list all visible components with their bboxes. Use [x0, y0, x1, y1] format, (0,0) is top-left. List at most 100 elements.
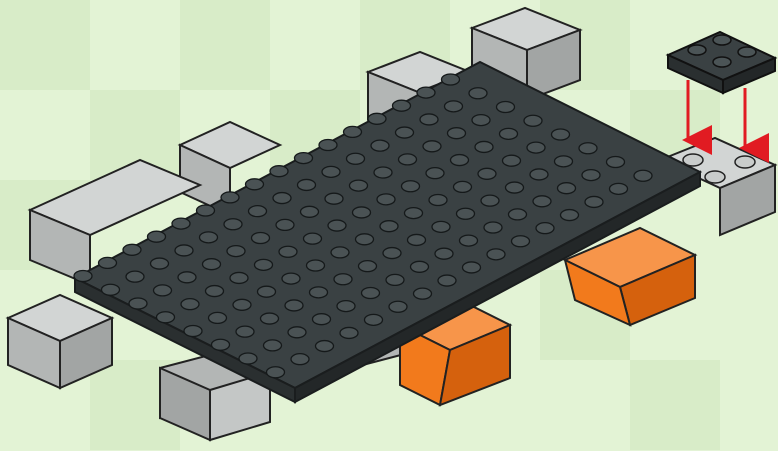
plate-stud — [408, 234, 426, 245]
plate-stud — [181, 299, 199, 310]
plate-stud — [530, 169, 548, 180]
plate-stud — [500, 128, 518, 139]
plate-stud — [249, 206, 267, 217]
plate-stud — [475, 141, 493, 152]
plate-stud — [212, 339, 230, 350]
plate-stud — [463, 262, 481, 273]
plate-stud — [438, 275, 456, 286]
plate-stud — [582, 170, 600, 181]
plate-stud — [634, 170, 652, 181]
plate-stud — [178, 272, 196, 283]
plate-stud — [209, 312, 227, 323]
plate-stud — [527, 142, 545, 153]
plate-stud — [313, 314, 331, 325]
plate-stud — [533, 196, 551, 207]
plate-stud — [445, 101, 463, 112]
plate-stud — [389, 301, 407, 312]
plate-stud — [206, 286, 224, 297]
plate-stud — [393, 100, 411, 111]
plate-stud — [322, 166, 340, 177]
plate-stud — [337, 301, 355, 312]
plate-stud — [273, 193, 291, 204]
plate-stud — [396, 127, 414, 138]
plate-stud — [276, 219, 294, 230]
plate-stud — [331, 247, 349, 258]
plate-stud — [399, 154, 417, 165]
plate-stud — [239, 353, 257, 364]
plate-stud — [221, 192, 239, 203]
plate-stud — [460, 235, 478, 246]
plate-stud — [307, 260, 325, 271]
plate-stud — [200, 232, 218, 243]
plate-stud — [359, 261, 377, 272]
plate-stud — [282, 273, 300, 284]
plate-stud — [316, 341, 334, 352]
plate-stud — [454, 181, 472, 192]
plate-stud — [386, 274, 404, 285]
plate-stud — [503, 155, 521, 166]
plate-stud — [285, 300, 303, 311]
plate-stud — [435, 248, 453, 259]
plate-stud — [552, 129, 570, 140]
plate-stud — [579, 143, 597, 154]
plate-stud — [246, 179, 264, 190]
plate-stud — [555, 156, 573, 167]
plate-stud — [442, 74, 460, 85]
plate-stud — [420, 114, 438, 125]
plate-stud — [426, 168, 444, 179]
plate-stud — [233, 299, 251, 310]
plate-stud — [497, 102, 515, 113]
plate-stud — [405, 208, 423, 219]
plate-stud — [448, 128, 466, 139]
plate-stud — [524, 115, 542, 126]
plate-stud — [371, 140, 389, 151]
plate-stud — [230, 272, 248, 283]
plate-stud — [481, 195, 499, 206]
plate-stud — [123, 244, 141, 255]
plate-stud — [353, 207, 371, 218]
plate-stud — [258, 286, 276, 297]
plate-stud — [236, 326, 254, 337]
plate-stud — [536, 223, 554, 234]
plate-stud — [457, 208, 475, 219]
plate-stud — [585, 196, 603, 207]
plate-stud — [607, 157, 625, 168]
plate-stud — [417, 87, 435, 98]
plate-stud — [270, 166, 288, 177]
plate-stud — [197, 205, 215, 216]
plate-stud — [512, 236, 530, 247]
plate-stud — [288, 327, 306, 338]
plate-stud — [175, 245, 193, 256]
plate-stud — [151, 258, 169, 269]
plate-stud — [255, 259, 273, 270]
plate-stud — [224, 219, 242, 230]
plate-stud — [610, 183, 628, 194]
plate-stud — [451, 155, 469, 166]
plate-stud — [487, 249, 505, 260]
plate-stud — [279, 246, 297, 257]
plate-stud — [365, 314, 383, 325]
plate-stud — [469, 88, 487, 99]
plate-stud — [411, 261, 429, 272]
plate-stud — [227, 246, 245, 257]
plate-stud — [374, 167, 392, 178]
plate-stud — [414, 288, 432, 299]
plate-stud — [264, 340, 282, 351]
plate-stud — [509, 209, 527, 220]
plate-stud — [184, 326, 202, 337]
plate-stud — [298, 179, 316, 190]
plate-stud — [472, 115, 490, 126]
plate-stud — [484, 222, 502, 233]
plate-stud — [561, 210, 579, 221]
plate-stud — [344, 126, 362, 137]
plate-stud — [157, 312, 175, 323]
plate-stud — [325, 193, 343, 204]
plate-stud — [252, 233, 270, 244]
plate-stud — [148, 231, 166, 242]
plate-stud — [261, 313, 279, 324]
plate-stud — [423, 141, 441, 152]
plate-stud — [301, 206, 319, 217]
plate-stud — [432, 221, 450, 232]
plate-stud — [291, 354, 309, 365]
